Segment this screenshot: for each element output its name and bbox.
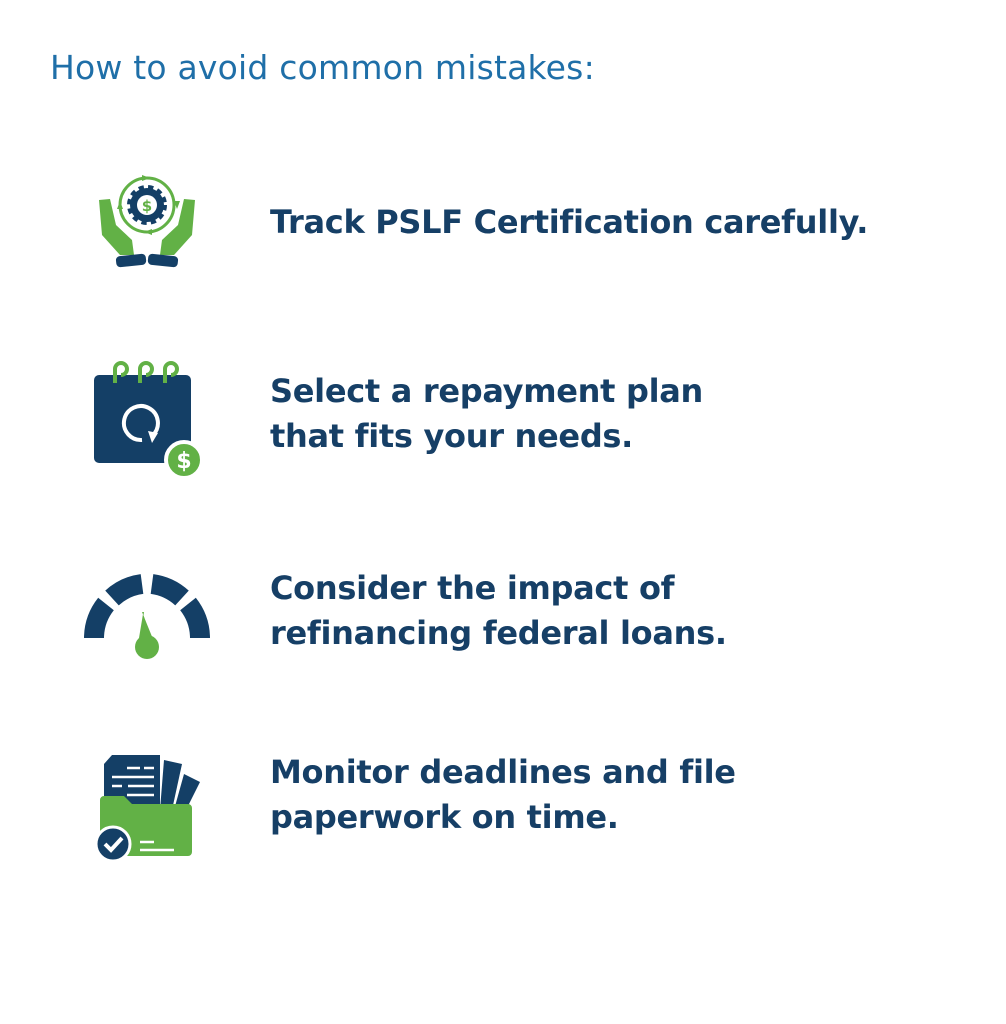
svg-text:$: $ (176, 449, 191, 474)
tip-text: Select a repayment plan that fits your n… (270, 369, 703, 459)
tip-line: refinancing federal loans. (270, 614, 727, 652)
gauge-icon (84, 574, 210, 659)
tip-line: Select a repayment plan (270, 372, 704, 410)
tip-line: that fits your needs. (270, 417, 634, 455)
tip-line: Track PSLF Certification carefully. (270, 203, 869, 241)
folder-documents-check-icon (94, 755, 200, 863)
tip-line: paperwork on time. (270, 798, 619, 836)
hands-gear-dollar-icon: $ (99, 175, 195, 268)
page-title: How to avoid common mistakes: (50, 48, 595, 87)
tip-text: Track PSLF Certification carefully. (270, 200, 868, 245)
svg-text:$: $ (142, 197, 152, 215)
tip-text: Monitor deadlines and file paperwork on … (270, 750, 736, 840)
tip-line: Monitor deadlines and file (270, 753, 736, 791)
tip-line: Consider the impact of (270, 569, 675, 607)
tip-text: Consider the impact of refinancing feder… (270, 566, 727, 656)
calendar-repayment-icon: $ (94, 361, 204, 480)
